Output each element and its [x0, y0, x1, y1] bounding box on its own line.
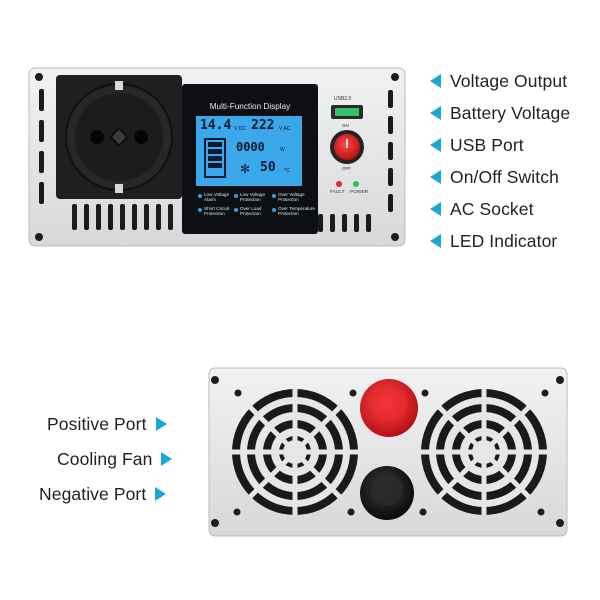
lcd-output-unit: V AC [279, 126, 291, 132]
fault-led [336, 181, 342, 187]
fan-icon: ✻ [240, 162, 251, 176]
callout-negative-port: Negative Port [39, 482, 167, 506]
callout-positive-port: Positive Port [47, 412, 167, 436]
legend-over-temperature-protection: Over Temperature Protection [278, 206, 315, 217]
legend-over-voltage-protection: Over Voltage Protection [278, 192, 305, 203]
legend-short-circuit-protection: Short Circuit Protection [204, 206, 230, 217]
callout-arrow-icon [430, 202, 441, 216]
callout-cooling-fan: Cooling Fan [57, 447, 173, 471]
callout-arrow-icon [161, 452, 173, 466]
status-dot [272, 194, 276, 198]
front-vents-left [39, 89, 44, 204]
lcd-battery-gauge [204, 138, 226, 178]
lcd-input-unit: V DC [234, 126, 246, 132]
fault-label: FAULT [330, 190, 345, 195]
positive-port[interactable] [360, 379, 418, 437]
status-dot [234, 194, 238, 198]
usb-label: USB2.0 [334, 96, 352, 102]
display-title: Multi-Function Display [209, 102, 291, 111]
rear-screws [211, 376, 564, 527]
negative-port[interactable] [360, 466, 414, 520]
switch-off-label: OFF [342, 166, 351, 171]
callout-on-off-switch: On/Off Switch [430, 165, 559, 189]
socket-pin-hole-right [134, 130, 148, 144]
lcd-temperature-unit: °C [284, 168, 290, 174]
lcd-temperature: 50 [260, 160, 276, 175]
status-dot [198, 194, 202, 198]
front-vents-right [388, 90, 393, 212]
callout-arrow-icon [430, 106, 441, 120]
legend-low-voltage-alarm: Low Voltage Alarm [204, 192, 230, 203]
lcd-output-voltage: 222 [251, 118, 275, 133]
callout-voltage-output: Voltage Output [430, 69, 567, 93]
ground-clip-bottom [115, 184, 123, 193]
power-led [353, 181, 359, 187]
ground-clip-top [115, 81, 123, 90]
switch-on-label: ON [342, 123, 349, 128]
lcd-power-value: 0000 [236, 140, 265, 154]
front-screws [35, 73, 399, 241]
cooling-fan-left [232, 389, 358, 515]
status-dot [272, 208, 276, 212]
socket-pin-hole-left [90, 130, 104, 144]
callout-arrow-icon [430, 138, 441, 152]
callout-led-indicator: LED Indicator [430, 229, 557, 253]
usb-port[interactable] [331, 105, 363, 119]
multi-function-display: Multi-Function Display 14.4 V DC 222 V A… [182, 84, 318, 234]
lcd-screen: 14.4 V DC 222 V AC 0000 W ✻ 50 °C [196, 116, 302, 186]
callout-arrow-icon [430, 234, 441, 248]
ac-socket[interactable] [56, 75, 182, 199]
callout-arrow-icon [430, 74, 441, 88]
callout-arrow-icon [430, 170, 441, 184]
lcd-power-unit: W [280, 147, 285, 153]
power-label: POWER [350, 190, 369, 195]
on-off-switch[interactable] [330, 130, 364, 164]
callout-ac-socket: AC Socket [430, 197, 534, 221]
callout-arrow-icon [155, 417, 167, 431]
callout-arrow-icon [155, 487, 167, 501]
status-dot [198, 208, 202, 212]
callout-usb-port: USB Port [430, 133, 524, 157]
callout-battery-voltage: Battery Voltage [430, 101, 570, 125]
legend-over-load-protection: Over Load Protection [240, 206, 262, 217]
lcd-input-voltage: 14.4 [200, 118, 232, 133]
legend-low-voltage-protection: Low Voltage Protection [240, 192, 266, 203]
status-dot [234, 208, 238, 212]
cooling-fan-right [421, 389, 547, 515]
